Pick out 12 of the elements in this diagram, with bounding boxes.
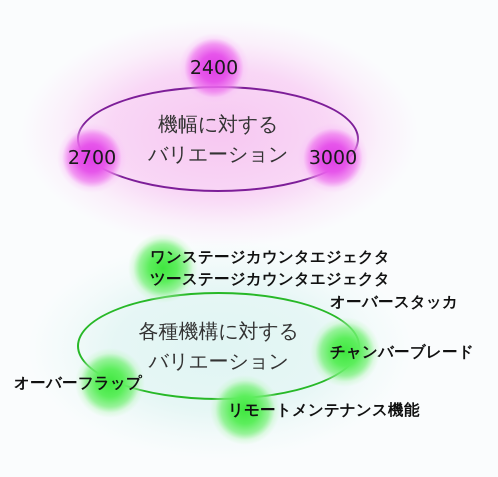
option-label: ツーステージカウンタエジェクタ (150, 269, 390, 290)
ring-title: 機幅に対するバリエーション (147, 111, 289, 168)
value-label: 3000 (308, 147, 358, 169)
option-label: チャンバーブレード (330, 342, 474, 363)
option-label: オーバーフラップ (14, 373, 142, 394)
option-label: ワンステージカウンタエジェクタ (150, 247, 390, 268)
ring-title: 各種機構に対するバリエーション (138, 318, 300, 374)
option-label: オーバースタッカ (330, 292, 458, 313)
value-label: 2400 (190, 57, 238, 79)
option-label: リモートメンテナンス機能 (228, 400, 420, 421)
value-label: 2700 (68, 147, 116, 169)
ring-ellipse (77, 292, 360, 400)
